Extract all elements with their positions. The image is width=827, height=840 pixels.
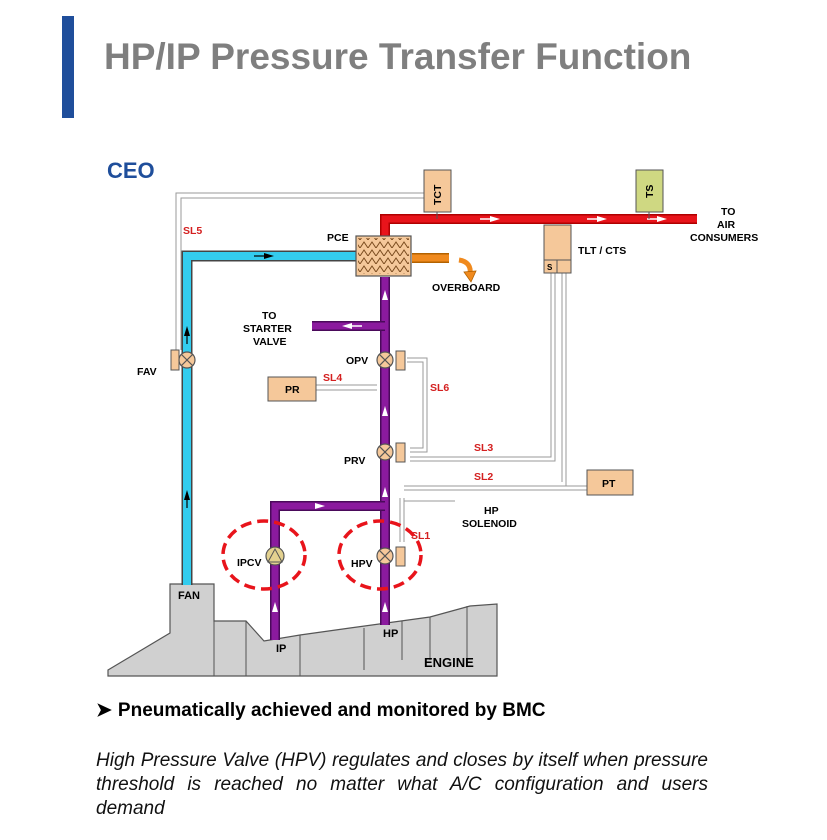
- hpv-label: HPV: [351, 558, 373, 570]
- ipcv-label: IPCV: [237, 557, 262, 569]
- svg-text:TCT: TCT: [432, 184, 444, 205]
- to-starter-valve-line3: VALVE: [253, 336, 286, 348]
- bullet-text: Pneumatically achieved and monitored by …: [117, 700, 546, 721]
- opv-label: OPV: [346, 355, 368, 367]
- sl2-label: SL2: [474, 471, 493, 483]
- sl3-label: SL3: [474, 442, 493, 454]
- overboard-label: OVERBOARD: [432, 282, 501, 294]
- fan-air-duct: [181, 250, 356, 585]
- hp-air-line: [380, 214, 697, 258]
- pressure-transfer-diagram: CEO FAN IP HP ENGINE SL5: [107, 158, 758, 677]
- description-text: High Pressure Valve (HPV) regulates and …: [96, 750, 708, 819]
- hpv-valve: [376, 546, 406, 567]
- hp-solenoid-line2: SOLENOID: [462, 518, 517, 530]
- svg-text:PT: PT: [602, 478, 616, 490]
- tct-sensor: TCT: [423, 169, 452, 219]
- hp-solenoid-line1: HP: [484, 505, 499, 517]
- to-air-consumers-line1: TO: [721, 206, 735, 218]
- prv-valve: [376, 442, 406, 463]
- ip-label: IP: [276, 643, 286, 655]
- engine-label: ENGINE: [424, 655, 474, 670]
- diagram-heading: CEO: [107, 158, 155, 183]
- to-air-consumers-line2: AIR: [717, 219, 736, 231]
- pce-label: PCE: [327, 232, 349, 244]
- svg-text:PR: PR: [285, 384, 300, 396]
- hp-engine-label: HP: [383, 628, 398, 640]
- to-starter-valve-line2: STARTER: [243, 323, 292, 335]
- opv-valve: [376, 350, 406, 371]
- pr-box: PR: [267, 376, 317, 402]
- fav-valve: [170, 349, 196, 371]
- svg-text:TS: TS: [644, 185, 656, 198]
- engine-body: [107, 583, 498, 677]
- pce-heat-exchanger: [355, 235, 412, 277]
- tlt-cts-label: TLT / CTS: [578, 245, 626, 257]
- sl5-label: SL5: [183, 225, 202, 237]
- sense-lines: [175, 192, 587, 542]
- prv-label: PRV: [344, 455, 365, 467]
- pt-box: PT: [586, 469, 634, 496]
- page-title: HP/IP Pressure Transfer Function: [104, 36, 692, 77]
- bullet-arrow-icon: ➤: [96, 700, 112, 721]
- ipcv-highlight-circle: [221, 519, 307, 591]
- svg-text:S: S: [547, 263, 553, 272]
- hpv-highlight-circle: [337, 519, 423, 591]
- sl6-label: SL6: [430, 382, 449, 394]
- bullet-point: ➤Pneumatically achieved and monitored by…: [96, 699, 546, 722]
- sl1-label: SL1: [411, 530, 430, 542]
- overboard-duct: [412, 253, 477, 283]
- tlt-cts-unit: S: [543, 224, 572, 274]
- to-air-consumers-line3: CONSUMERS: [690, 232, 758, 244]
- to-starter-valve-line1: TO: [262, 310, 276, 322]
- title-accent-bar: [62, 16, 74, 118]
- sl4-label: SL4: [323, 372, 342, 384]
- ipcv-valve: [265, 546, 285, 566]
- ts-sensor: TS: [635, 169, 664, 219]
- fav-label: FAV: [137, 366, 157, 378]
- fan-label: FAN: [178, 590, 200, 602]
